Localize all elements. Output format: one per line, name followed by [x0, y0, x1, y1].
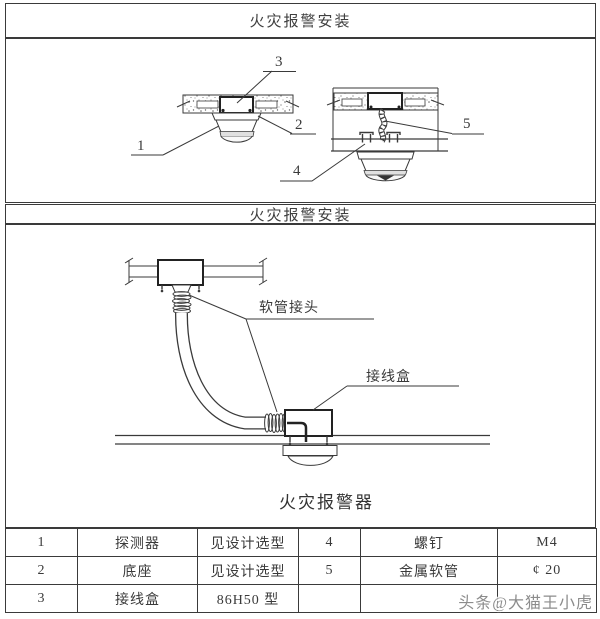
- table-cell: [497, 584, 597, 613]
- table-cell: 螺钉: [360, 528, 498, 557]
- table-cell: 底座: [77, 556, 198, 585]
- table-row: 3 接线盒 86H50 型: [5, 584, 597, 613]
- table-cell: 5: [298, 556, 361, 585]
- parts-table: 1 探测器 见设计选型 4 螺钉 M4 2 底座 见设计选型 5 金属软管 ¢ …: [5, 528, 597, 613]
- table-cell: 探测器: [77, 528, 198, 557]
- table-cell: 见设计选型: [197, 528, 299, 557]
- table-row: 1 探测器 见设计选型 4 螺钉 M4: [5, 528, 597, 557]
- table-cell: 86H50 型: [197, 584, 299, 613]
- callout-3: 3: [275, 54, 283, 70]
- table-cell: 2: [5, 556, 78, 585]
- table-cell: M4: [497, 528, 597, 557]
- junction-box-label: 接线盒: [366, 370, 411, 385]
- hose-joint-label: 软管接头: [259, 301, 319, 316]
- table-cell: [360, 584, 498, 613]
- table-cell: ¢ 20: [497, 556, 597, 585]
- section2-title: 火灾报警安装: [249, 207, 352, 224]
- callout-2: 2: [295, 117, 303, 133]
- table-cell: 接线盒: [77, 584, 198, 613]
- callout-1: 1: [137, 138, 145, 154]
- section1-title: 火灾报警安装: [249, 14, 352, 30]
- table-cell: 1: [5, 528, 78, 557]
- table-cell: 3: [5, 584, 78, 613]
- callout-5: 5: [463, 116, 471, 132]
- table-cell: 见设计选型: [197, 556, 299, 585]
- watermark: 头条@大猫王小虎: [458, 595, 593, 612]
- section2-title-bar: 火灾报警安装: [5, 204, 596, 224]
- figure-caption: 火灾报警器: [279, 493, 374, 512]
- table-row: 2 底座 见设计选型 5 金属软管 ¢ 20: [5, 556, 597, 585]
- section2-panel: [5, 224, 596, 528]
- callout-4: 4: [293, 163, 301, 179]
- table-cell: 金属软管: [360, 556, 498, 585]
- table-cell: [298, 584, 361, 613]
- table-cell: 4: [298, 528, 361, 557]
- section1-title-bar: 火灾报警安装: [5, 3, 596, 38]
